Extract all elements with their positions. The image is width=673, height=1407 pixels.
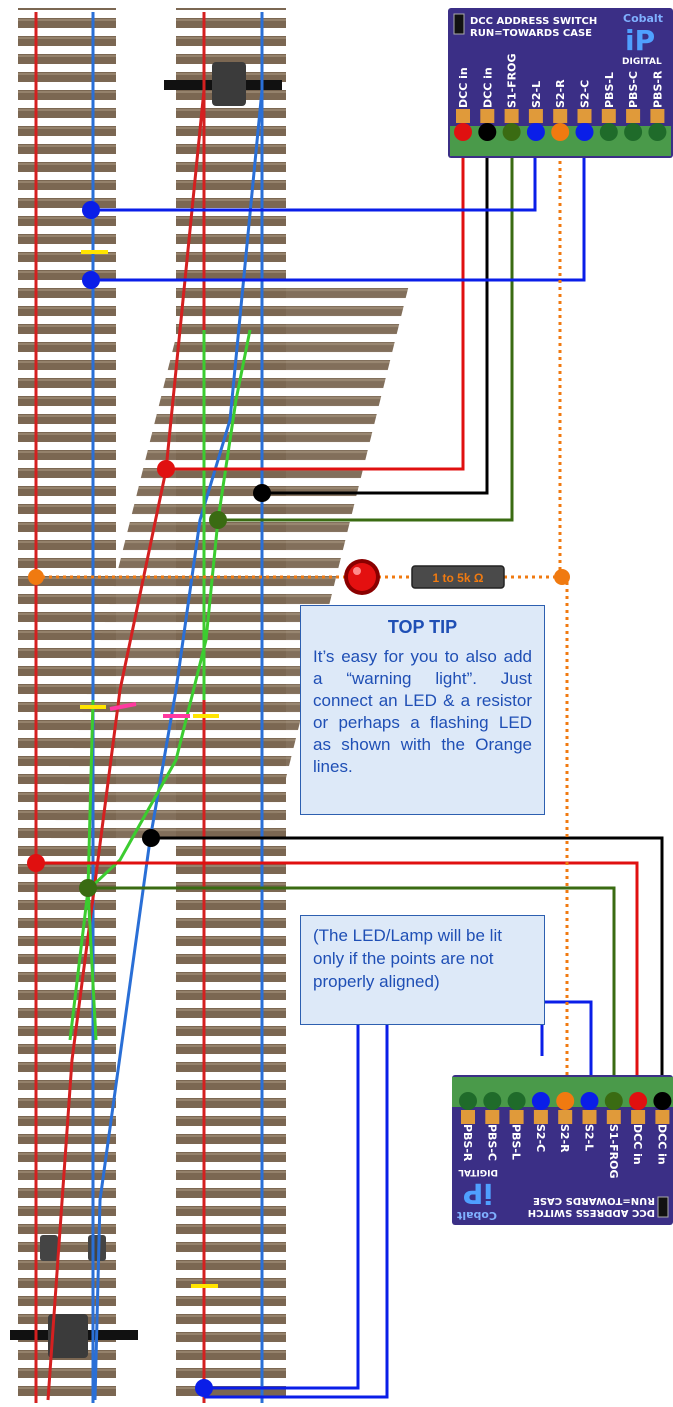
bottom-module-connector bbox=[531, 1092, 550, 1110]
resistor-label: 1 to 5k Ω bbox=[433, 571, 484, 585]
bottom-module-connector bbox=[459, 1092, 477, 1110]
top-module-connector bbox=[526, 123, 545, 141]
led-note-text: (The LED/Lamp will be lit only if the po… bbox=[313, 926, 502, 991]
rails bbox=[34, 12, 264, 1403]
turnout-sleepers bbox=[50, 280, 411, 840]
top-module-connector bbox=[599, 123, 618, 141]
top-module-connector bbox=[454, 123, 472, 141]
bottom-module-pin-label: PBS-R bbox=[461, 1124, 474, 1162]
bottom-module-terminal bbox=[582, 1110, 597, 1124]
top-module-pin-label: S2-L bbox=[530, 81, 543, 108]
top-module-connector bbox=[575, 123, 594, 141]
bottom-module-connector bbox=[629, 1092, 648, 1110]
top-tip-title: TOP TIP bbox=[387, 617, 458, 637]
top-module-terminal bbox=[650, 109, 665, 123]
top-module-pin-label: S1-FROG bbox=[506, 53, 519, 108]
connection-points bbox=[27, 201, 570, 1397]
wire-top-s2l-blue bbox=[93, 140, 537, 212]
bottom-module-pin-label: S2-C bbox=[534, 1124, 547, 1152]
bottom-module-terminal bbox=[509, 1110, 524, 1124]
wire-top-s2c-blue bbox=[93, 140, 586, 282]
bottom-module-pin-label: S2-L bbox=[583, 1124, 596, 1151]
bottom-module-terminal bbox=[533, 1110, 548, 1124]
bottom-module-header-1: DCC ADDRESS SWITCH bbox=[528, 1207, 655, 1218]
top-module-terminal bbox=[601, 109, 616, 123]
top-module-pins: DCC in DCC in S1-FROG S2-L S2-R S2-C PBS-L PBS-… bbox=[454, 53, 667, 141]
top-module-brand-mid: iP bbox=[625, 24, 655, 57]
wire-top-dccin-black bbox=[262, 140, 489, 495]
warning-led bbox=[344, 559, 380, 595]
bottom-module-pins: PBS-R PBS-C PBS-L S2-C S2-R S2-L S1-FROG DCC in… bbox=[459, 1092, 672, 1179]
bottom-module-header-2: RUN=TOWARDS CASE bbox=[533, 1195, 655, 1206]
bottom-module-connector bbox=[556, 1092, 575, 1110]
bottom-module-terminal bbox=[631, 1110, 646, 1124]
top-module-connector bbox=[478, 123, 497, 141]
bottom-module-connector bbox=[653, 1092, 672, 1110]
bottom-module-connector bbox=[507, 1092, 526, 1110]
top-module-pin-label: S2-R bbox=[554, 79, 567, 108]
bottom-module-connector bbox=[604, 1092, 623, 1110]
bottom-module-pin-label: PBS-C bbox=[485, 1124, 498, 1161]
top-module-terminal bbox=[456, 109, 470, 123]
frog-rail-right bbox=[86, 519, 220, 1041]
top-module-pin-label: PBS-C bbox=[627, 71, 640, 108]
top-module-connector bbox=[502, 123, 521, 141]
bottom-module-terminal bbox=[485, 1110, 500, 1124]
bottom-module-terminal bbox=[606, 1110, 621, 1124]
diverging-red-rail bbox=[46, 89, 206, 1401]
frog-rail-upper-2 bbox=[216, 329, 252, 521]
diverging-blue-rail bbox=[93, 89, 264, 1401]
top-module-terminal bbox=[577, 109, 592, 123]
top-tip-box: TOP TIP It’s easy for you to also add a … bbox=[300, 605, 545, 815]
top-tip-body: It’s easy for you to also add a “warning… bbox=[313, 647, 532, 776]
bottom-module-pin-label: S2-R bbox=[558, 1124, 571, 1153]
wire-bot-frog-green bbox=[88, 886, 616, 1075]
top-module-terminal bbox=[504, 109, 519, 123]
top-module-pin-label: PBS-L bbox=[603, 72, 616, 108]
track-sleepers bbox=[18, 8, 411, 1403]
wire-top-dccin-red bbox=[166, 140, 465, 471]
bottom-module-brand-mid: iP bbox=[463, 1177, 493, 1210]
top-module-brand-bottom: DIGITAL bbox=[622, 57, 662, 67]
bottom-module-pin-label: DCC in bbox=[655, 1124, 668, 1165]
bottom-module-connector bbox=[580, 1092, 599, 1110]
bottom-module-brand-bottom: DIGITAL bbox=[458, 1167, 498, 1177]
top-module-header-2: RUN=TOWARDS CASE bbox=[470, 28, 592, 39]
top-module-header-1: DCC ADDRESS SWITCH bbox=[470, 16, 597, 27]
top-module-pin-label: PBS-R bbox=[651, 70, 664, 108]
top-module-terminal bbox=[528, 109, 543, 123]
resistor: 1 to 5k Ω bbox=[411, 565, 505, 589]
bottom-module-terminal bbox=[558, 1110, 573, 1124]
top-module-pin-label: S2-C bbox=[579, 80, 592, 108]
wire-top-frog-green bbox=[218, 140, 514, 522]
wire-bot-dccin-red bbox=[36, 861, 639, 1075]
bottom-module-pin-label: DCC in bbox=[631, 1124, 644, 1165]
led-note-box: (The LED/Lamp will be lit only if the po… bbox=[300, 915, 545, 1025]
top-module-terminal bbox=[553, 109, 568, 123]
bottom-module-pin-label: S1-FROG bbox=[607, 1124, 620, 1179]
bottom-module: DCC ADDRESS SWITCH RUN=TOWARDS CASE Coba… bbox=[452, 1075, 673, 1225]
rail-gaps bbox=[80, 250, 219, 1288]
top-module-pin-label: DCC in bbox=[481, 67, 494, 108]
top-module-connector bbox=[624, 123, 643, 141]
bottom-module-brand-top: Cobalt bbox=[457, 1209, 497, 1222]
top-module-connector bbox=[551, 123, 570, 141]
top-module: DCC ADDRESS SWITCH RUN=TOWARDS CASE Coba… bbox=[448, 8, 673, 158]
top-module-connector bbox=[648, 123, 667, 141]
bottom-module-terminal bbox=[655, 1110, 670, 1124]
top-module-pin-label: DCC in bbox=[457, 67, 470, 108]
top-module-brand-top: Cobalt bbox=[623, 12, 663, 25]
wire-bot-dccin-black bbox=[151, 836, 664, 1075]
bottom-module-pin-label: PBS-L bbox=[510, 1124, 523, 1160]
bottom-module-connector bbox=[483, 1092, 502, 1110]
top-module-terminal bbox=[626, 109, 641, 123]
top-module-terminal bbox=[480, 109, 495, 123]
bottom-module-terminal bbox=[461, 1110, 475, 1124]
